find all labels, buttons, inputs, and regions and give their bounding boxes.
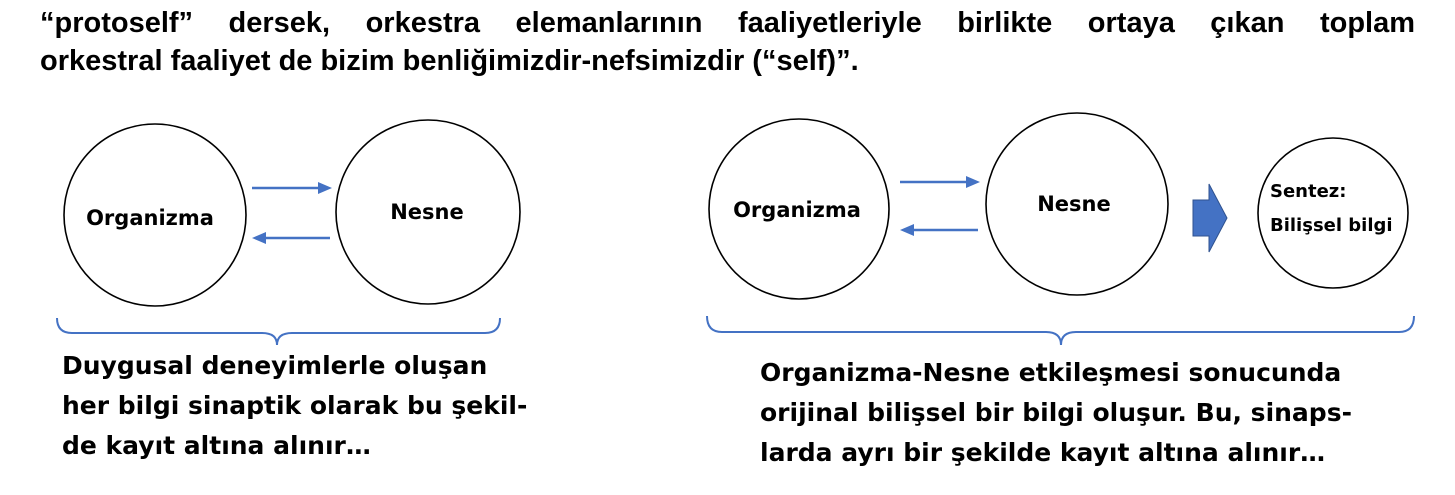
right-caption: Organizma-Nesne etkileşmesi sonucunda or… bbox=[760, 353, 1352, 473]
right-arrow-right bbox=[900, 176, 980, 188]
synthesis-label-line-2: Bilişsel bilgi bbox=[1270, 215, 1393, 236]
heading-text: “protoself” dersek, orkestra elemanların… bbox=[40, 4, 1415, 80]
left-arrow-left bbox=[252, 232, 330, 244]
right-object-label: Nesne bbox=[1037, 192, 1111, 216]
left-arrow-right bbox=[252, 182, 332, 194]
left-caption-line-2: her bilgi sinaptik olarak bu şekil- bbox=[62, 391, 528, 420]
left-caption-line-1: Duygusal deneyimlerle oluşan bbox=[62, 351, 488, 380]
right-caption-line-1: Organizma-Nesne etkileşmesi sonucunda bbox=[760, 358, 1342, 387]
right-object-circle bbox=[985, 112, 1169, 296]
right-arrow-left bbox=[900, 224, 978, 236]
right-brace bbox=[706, 315, 1415, 346]
right-caption-line-2: orijinal bilişsel bir bilgi oluşur. Bu, … bbox=[760, 398, 1352, 427]
synthesis-label-line-1: Sentez: bbox=[1270, 181, 1346, 202]
left-object-circle bbox=[335, 119, 521, 305]
left-object-label: Nesne bbox=[390, 200, 464, 224]
heading-line-1: “protoself” dersek, orkestra elemanların… bbox=[40, 7, 1415, 39]
left-diagram: Organizma Nesne bbox=[56, 119, 521, 346]
heading-line-2: orkestral faaliyet de bizim benliğimizdi… bbox=[40, 45, 859, 77]
left-caption-line-3: de kayıt altına alınır… bbox=[62, 431, 371, 460]
synthesis-block-arrow-icon bbox=[1192, 183, 1228, 253]
right-diagram: Organizma Nesne Sentez: Bilişsel bilgi bbox=[706, 112, 1415, 346]
left-brace bbox=[56, 317, 501, 346]
right-caption-line-3: larda ayrı bir şekilde kayıt altına alın… bbox=[760, 438, 1326, 467]
right-organism-label: Organizma bbox=[733, 198, 861, 222]
right-organism-circle bbox=[708, 118, 890, 300]
left-organism-label: Organizma bbox=[86, 206, 214, 230]
synthesis-circle bbox=[1257, 137, 1409, 289]
left-organism-circle bbox=[63, 123, 247, 307]
left-caption: Duygusal deneyimlerle oluşan her bilgi s… bbox=[62, 346, 527, 466]
